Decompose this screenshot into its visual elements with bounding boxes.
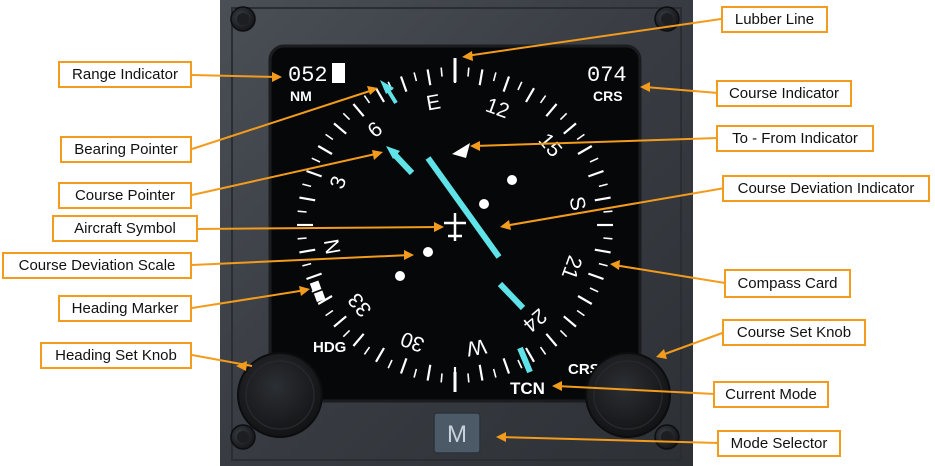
compass-tick [468, 68, 469, 77]
heading-set-label: HDG [313, 339, 346, 356]
callout-course-set-knob: Course Set Knob [722, 319, 866, 346]
compass-tick [441, 373, 442, 382]
current-mode-label: TCN [510, 379, 545, 398]
compass-tick [298, 211, 307, 212]
deviation-dot [395, 271, 405, 281]
callout-mode-selector: Mode Selector [717, 430, 841, 457]
compass-tick [298, 238, 307, 239]
callout-course-deviation-scale: Course Deviation Scale [2, 252, 192, 279]
compass-tick [603, 211, 612, 212]
mode-selector-label: M [447, 421, 467, 448]
range-cursor [332, 63, 345, 83]
compass-tick [603, 238, 612, 239]
callout-course-pointer: Course Pointer [58, 182, 192, 209]
callout-heading-set-knob: Heading Set Knob [40, 342, 192, 369]
callout-to-from-indicator: To - From Indicator [716, 125, 874, 152]
callout-range-indicator: Range Indicator [58, 61, 192, 88]
corner-screw-bottom-right [655, 425, 679, 449]
callout-compass-card: Compass Card [724, 269, 851, 298]
compass-tick [468, 373, 469, 382]
callout-lubber-line: Lubber Line [721, 6, 828, 33]
callout-course-deviation-indicator: Course Deviation Indicator [722, 175, 930, 202]
range-value: 052 [288, 63, 328, 88]
callout-course-indicator: Course Indicator [716, 80, 852, 107]
compass-label: W [465, 334, 489, 360]
callout-aircraft-symbol: Aircraft Symbol [52, 215, 198, 242]
course-set-knob[interactable] [586, 353, 670, 437]
corner-screw-top-left [231, 7, 255, 31]
callout-bearing-pointer: Bearing Pointer [60, 136, 192, 163]
corner-screw-bottom-left [231, 425, 255, 449]
course-value: 074 [587, 63, 627, 88]
callout-heading-marker: Heading Marker [58, 295, 192, 322]
compass-tick [441, 68, 442, 77]
range-unit: NM [290, 88, 312, 104]
callout-current-mode: Current Mode [713, 381, 829, 408]
deviation-dot [423, 247, 433, 257]
deviation-dot [479, 199, 489, 209]
deviation-dot [507, 175, 517, 185]
course-unit: CRS [593, 88, 623, 104]
mode-selector-button[interactable]: M [434, 413, 480, 453]
